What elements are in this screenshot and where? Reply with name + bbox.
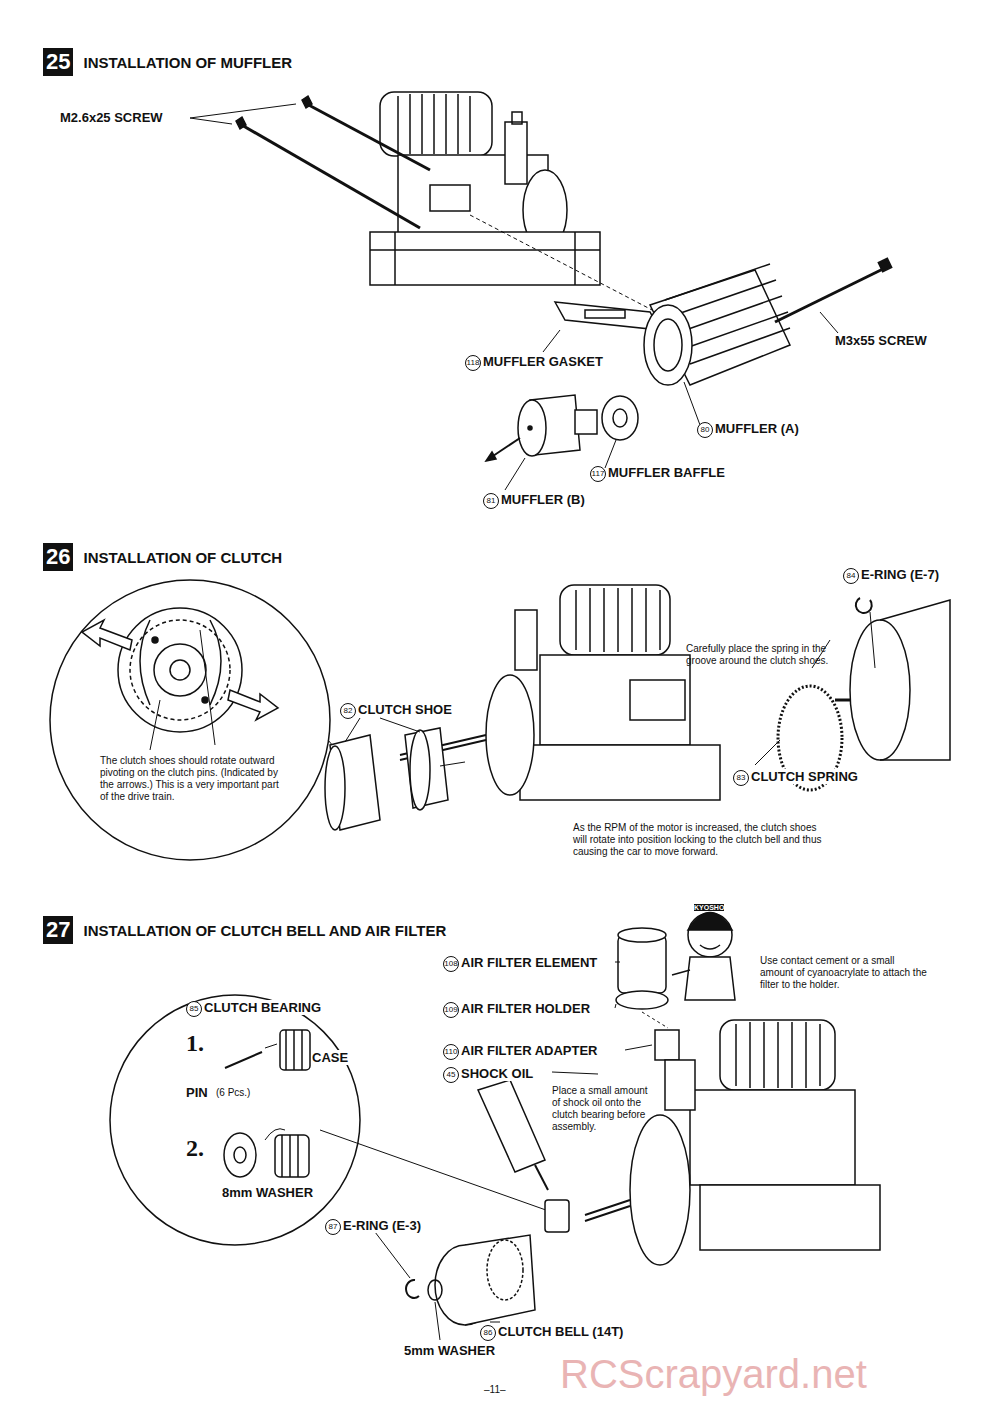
step-title: INSTALLATION OF MUFFLER (83, 54, 292, 71)
callout-number: 87 (325, 1219, 341, 1235)
callout-number: 81 (483, 493, 499, 509)
part-label: MUFFLER (B) (501, 492, 585, 507)
part-label: MUFFLER BAFFLE (608, 465, 725, 480)
note: As the RPM of the motor is increased, th… (573, 822, 823, 858)
part-label: MUFFLER (A) (715, 421, 799, 436)
part-label: CLUTCH SPRING (751, 769, 858, 784)
step-marker: 2. (186, 1135, 204, 1162)
part-label: E-RING (E-3) (343, 1218, 421, 1233)
part-label: PIN (186, 1085, 208, 1100)
step-heading: 27 INSTALLATION OF CLUTCH BELL AND AIR FI… (43, 916, 446, 944)
step-title: INSTALLATION OF CLUTCH (83, 549, 282, 566)
callout-number: 86 (480, 1325, 496, 1341)
part-label: E-RING (E-7) (861, 567, 939, 582)
watermark: RCScrapyard.net (560, 1352, 867, 1397)
callout-number: 45 (443, 1067, 459, 1083)
part-label: AIR FILTER ELEMENT (461, 955, 597, 970)
callout-number: 110 (443, 1044, 459, 1060)
callout-number: 108 (443, 956, 459, 972)
step-heading: 26 INSTALLATION OF CLUTCH (43, 543, 282, 571)
callout-number: 117 (590, 466, 606, 482)
step-heading: 25 INSTALLATION OF MUFFLER (43, 48, 292, 76)
part-label: CLUTCH BEARING (204, 1000, 321, 1015)
part-label: 5mm WASHER (404, 1343, 495, 1358)
part-label: SHOCK OIL (461, 1066, 533, 1081)
callout-number: 82 (340, 703, 356, 719)
step-number: 25 (43, 48, 73, 76)
part-label: 8mm WASHER (222, 1185, 313, 1200)
part-label: AIR FILTER HOLDER (461, 1001, 590, 1016)
step-title: INSTALLATION OF CLUTCH BELL AND AIR FILT… (83, 922, 446, 939)
engine-muffler-drawing (190, 92, 892, 490)
logo-text: KYOSHO (694, 904, 724, 911)
part-label: M3x55 SCREW (835, 333, 927, 348)
note: Carefully place the spring in the groove… (686, 643, 854, 667)
step-number: 26 (43, 543, 73, 571)
part-label: CASE (312, 1050, 348, 1065)
note: Use contact cement or a small amount of … (760, 955, 928, 991)
step-marker: 1. (186, 1030, 204, 1057)
part-label: MUFFLER GASKET (483, 354, 603, 369)
part-label: CLUTCH BELL (14T) (498, 1324, 623, 1339)
callout-number: 85 (186, 1001, 202, 1017)
note: Place a small amount of shock oil onto t… (552, 1085, 650, 1133)
part-label: M2.6x25 SCREW (60, 110, 163, 125)
small-text: (6 Pcs.) (216, 1087, 250, 1098)
part-label: CLUTCH SHOE (358, 702, 452, 717)
callout-number: 84 (843, 568, 859, 584)
clutch-drawing (50, 580, 950, 860)
note: The clutch shoes should rotate outward p… (100, 755, 280, 803)
callout-number: 80 (697, 422, 713, 438)
callout-number: 118 (465, 355, 481, 371)
callout-number: 83 (733, 770, 749, 786)
small-text: –11– (484, 1384, 506, 1395)
callout-number: 109 (443, 1002, 459, 1018)
step-number: 27 (43, 916, 73, 944)
part-label: AIR FILTER ADAPTER (461, 1043, 598, 1058)
